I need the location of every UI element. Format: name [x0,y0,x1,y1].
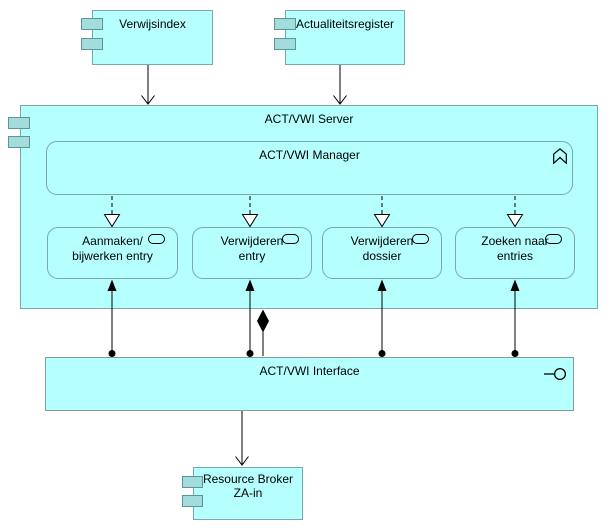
service-oval-icon [412,234,429,244]
component-label-line2: ZA-in [233,486,263,500]
function-chevron-icon [553,148,567,164]
component-actualiteitsregister[interactable]: Actualiteitsregister [285,10,405,65]
service-oval-icon [545,234,562,244]
function-act-vwi-manager[interactable]: ACT/VWI Manager [46,141,573,195]
component-label-line1: Resource Broker [202,472,294,486]
service-verwijderen-entry[interactable]: Verwijderen entry [192,227,312,279]
component-label: Verwijsindex [119,17,186,31]
manager-label: ACT/VWI Manager [259,148,360,162]
component-resource-broker-za-in[interactable]: Resource Broker ZA-in [193,467,303,520]
service-label-line1: Verwijderen [220,234,284,248]
server-label: ACT/VWI Server [264,112,354,126]
interface-act-vwi[interactable]: ACT/VWI Interface [45,357,574,411]
service-label-line2: entries [496,249,534,263]
composition-server-interface[interactable] [257,309,269,357]
service-label-line1: Verwijderen [350,234,414,248]
service-oval-icon [148,234,165,244]
component-icon [81,38,103,50]
service-zoeken-naar-entries[interactable]: Zoeken naar entries [455,227,575,279]
component-icon [8,136,30,148]
service-label-line1: Zoeken naar [481,234,549,248]
lollipop-interface-icon [544,367,567,381]
service-label-line2: entry [238,249,266,263]
arrow-verwijsindex-to-server[interactable] [141,65,155,105]
component-icon [182,495,203,507]
service-oval-icon [282,234,299,244]
service-label-line2: bijwerken entry [72,249,153,263]
arrow-interface-to-resource-broker[interactable] [235,411,249,466]
component-icon [8,117,30,129]
service-label-line1: Aanmaken/ [82,234,143,248]
component-icon [274,18,296,30]
service-verwijderen-dossier[interactable]: Verwijderen dossier [322,227,442,279]
component-icon [81,18,103,30]
component-label: Actualiteitsregister [295,17,395,31]
arrow-actualiteitsregister-to-server[interactable] [333,65,347,105]
component-verwijsindex[interactable]: Verwijsindex [92,10,213,65]
component-icon [182,476,203,488]
service-aanmaken-bijwerken-entry[interactable]: Aanmaken/ bijwerken entry [47,227,178,279]
service-label-line2: dossier [362,249,402,263]
component-icon [274,38,296,50]
interface-label: ACT/VWI Interface [259,364,360,378]
